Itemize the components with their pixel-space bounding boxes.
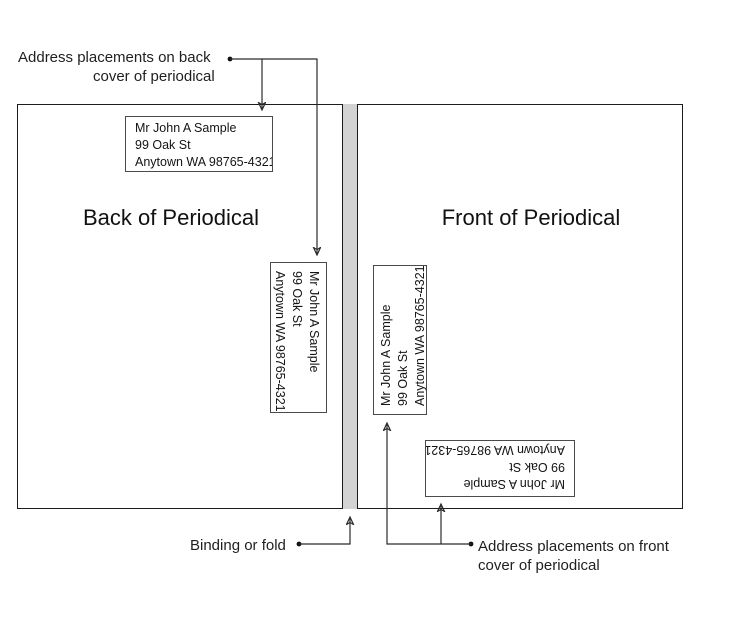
front-cover-annotation-line1: Address placements on front [478,538,669,555]
address-line2: 99 Oak St [396,350,410,406]
bullet-dot [468,541,474,547]
address-box-back-upright: Mr John A Sample 99 Oak St Anytown WA 98… [125,116,273,172]
rotated-address-text: Mr John A Sample 99 Oak St Anytown WA 98… [426,441,574,496]
connector-binding [299,517,350,545]
address-line3: Anytown WA 98765-4321 [273,271,287,412]
address-line3: Anytown WA 98765-4321 [425,443,565,457]
address-line2: 99 Oak St [290,271,304,327]
front-cover-annotation-line2: cover of periodical [478,557,600,574]
rotated-address-text: Mr John A Sample 99 Oak St Anytown WA 98… [374,266,426,414]
address-line3: Anytown WA 98765-4321 [413,265,427,406]
front-panel-title: Front of Periodical [441,205,621,230]
back-panel-title: Back of Periodical [82,205,260,230]
address-line3: Anytown WA 98765-4321 [135,155,273,169]
binding-strip [342,104,358,509]
back-cover-annotation-line1: Address placements on back [18,49,211,66]
address-line2: 99 Oak St [509,460,565,474]
address-line1: Mr John A Sample [379,304,393,406]
address-box-back-rotated: Mr John A Sample 99 Oak St Anytown WA 98… [270,262,327,413]
rotated-address-text: Mr John A Sample 99 Oak St Anytown WA 98… [271,263,326,412]
binding-annotation-label: Binding or fold [190,537,286,554]
back-cover-annotation-line2: cover of periodical [93,68,215,85]
bullet-dot [227,56,233,62]
address-line2: 99 Oak St [135,138,191,152]
bullet-dot [296,541,302,547]
address-line1: Mr John A Sample [135,121,237,135]
address-box-front-upside-down: Mr John A Sample 99 Oak St Anytown WA 98… [425,440,575,497]
address-line1: Mr John A Sample [307,271,321,373]
address-box-front-rotated: Mr John A Sample 99 Oak St Anytown WA 98… [373,265,427,415]
address-line1: Mr John A Sample [463,477,565,491]
